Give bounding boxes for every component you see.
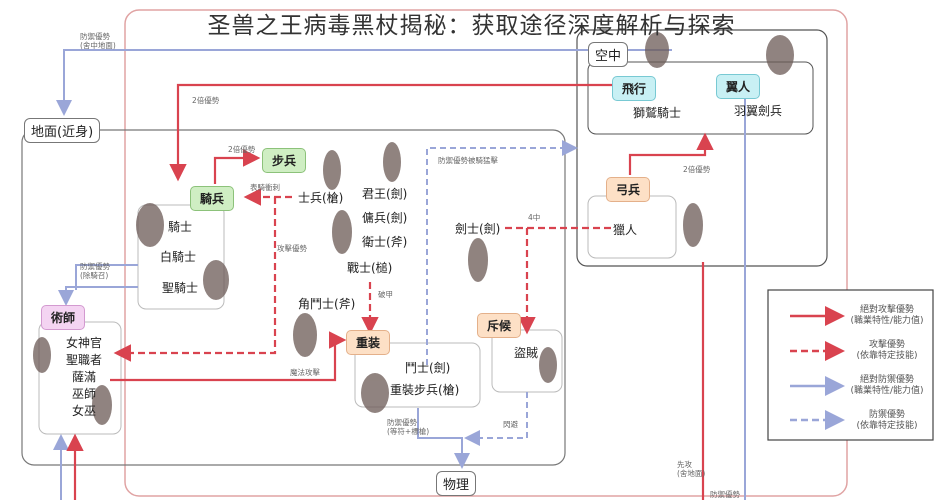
class-scout: 斥候 bbox=[477, 313, 522, 338]
note-defense-advantage: 防禦優勢 bbox=[710, 490, 740, 499]
class-armored: 重装 bbox=[346, 330, 391, 355]
unit-swordsman: 劍士(劍) bbox=[455, 222, 501, 236]
arrow-dash-to-air bbox=[426, 140, 578, 365]
unit-white-knight: 白騎士 bbox=[160, 250, 197, 264]
figure-paladin bbox=[203, 260, 229, 300]
figure-swordsman bbox=[468, 238, 488, 282]
caster-unit-list: 女神官 聖職者 薩滿 巫師 女巫 bbox=[52, 335, 116, 420]
figure-heavy-infantry bbox=[361, 373, 389, 413]
note-attack-advantage: 攻擊優勢 bbox=[277, 244, 307, 253]
legend-label-2: 攻擊優勢 (依靠特定技能) bbox=[856, 340, 918, 361]
page-title: 圣兽之王病毒黑杖揭秘：获取途径深度解析与探索 bbox=[207, 13, 736, 39]
note-magic-attack: 魔法攻擊 bbox=[290, 368, 320, 377]
zone-air-label: 空中 bbox=[588, 42, 629, 67]
note-first-strike: 先攻 (舍地面) bbox=[677, 460, 706, 478]
outer-zone-frame bbox=[124, 9, 848, 497]
note-dodge: 閃避 bbox=[503, 420, 518, 429]
note-double-advantage-3: 2倍優勢 bbox=[683, 165, 711, 174]
ground-zone-frame bbox=[21, 129, 566, 466]
unit-fighter: 鬥士(劍) bbox=[405, 361, 451, 375]
cavalry-group-box bbox=[137, 204, 225, 310]
arrow-flying-to-cavalry bbox=[169, 83, 612, 182]
figure-winged bbox=[766, 35, 794, 75]
unit-holy-knight: 聖騎士 bbox=[162, 281, 199, 295]
legend-label-4: 防禦優勢 (依靠特定技能) bbox=[856, 410, 918, 431]
figure-witch bbox=[92, 385, 112, 425]
zone-physical-label: 物理 bbox=[436, 471, 477, 496]
unit-shaman: 薩滿 bbox=[71, 370, 96, 384]
arrow-cavalry-to-infantry bbox=[213, 149, 261, 184]
arrow-air-to-ground-defense bbox=[56, 49, 672, 116]
note-hit-4: 4中 bbox=[528, 213, 541, 222]
class-cavalry: 騎兵 bbox=[190, 186, 235, 211]
zone-ground-label: 地面(近身) bbox=[24, 118, 101, 143]
figure-soldier bbox=[323, 150, 341, 190]
unit-mercenary: 傭兵(劍) bbox=[362, 211, 408, 225]
figure-griffin bbox=[645, 32, 669, 68]
unit-priestess: 女神官 bbox=[65, 336, 102, 350]
figure-king bbox=[383, 142, 401, 182]
note-double-advantage-2: 2倍優勢 bbox=[228, 145, 256, 154]
note-armored-defense: 防禦優勢 (等符+標槍) bbox=[387, 418, 430, 436]
arrow-cavalry-defense-b bbox=[58, 286, 138, 306]
unit-thief: 盜賊 bbox=[514, 346, 539, 360]
figure-thief bbox=[539, 347, 557, 383]
legend-label-1: 絕對攻擊優勢 (職業特性/能力值) bbox=[850, 305, 924, 326]
unit-hunter: 獵人 bbox=[613, 223, 638, 237]
armored-group-box bbox=[354, 342, 481, 408]
figure-gladiator bbox=[293, 313, 317, 357]
note-cavalry-charge: 表騎衝刺 bbox=[250, 183, 280, 192]
unit-warrior: 戰士(槌) bbox=[347, 261, 393, 275]
unit-soldier: 士兵(槍) bbox=[298, 191, 344, 205]
arrow-archer-to-winged bbox=[628, 132, 714, 175]
figure-priestess bbox=[33, 337, 51, 373]
arrow-caster-to-armored bbox=[110, 331, 347, 382]
arrow-cavalry-defense-a bbox=[75, 264, 138, 290]
unit-knight: 騎士 bbox=[168, 220, 193, 234]
unit-winged-swordsman: 羽翼劍兵 bbox=[734, 104, 783, 118]
note-defense-vs-cavalry: 防禦優勢被騎猛擊 bbox=[438, 156, 498, 165]
note-air-defense: 防禦優勢 (舍中地面) bbox=[80, 32, 116, 50]
class-caster: 術師 bbox=[41, 305, 86, 330]
note-armor-break: 破甲 bbox=[378, 290, 393, 299]
unit-witch: 女巫 bbox=[71, 404, 96, 418]
figure-knight bbox=[136, 203, 164, 247]
unit-guard: 衛士(斧) bbox=[362, 235, 408, 249]
legend-label-3: 絕對防禦優勢 (職業特性/能力值) bbox=[850, 375, 924, 396]
note-cavalry-defense: 防禦優勢 (除騎召) bbox=[80, 262, 110, 280]
class-archer: 弓兵 bbox=[606, 177, 651, 202]
unit-heavy-infantry: 重裝步兵(槍) bbox=[390, 383, 460, 397]
unit-griffin-knight: 獅鷲騎士 bbox=[633, 106, 682, 120]
unit-gladiator: 角鬥士(斧) bbox=[298, 297, 356, 311]
arrow-scout-dodge bbox=[464, 392, 528, 446]
class-winged: 翼人 bbox=[716, 74, 761, 99]
unit-cleric: 聖職者 bbox=[65, 353, 102, 367]
unit-wizard: 巫師 bbox=[71, 387, 96, 401]
note-double-advantage-1: 2倍優勢 bbox=[192, 96, 220, 105]
class-infantry: 步兵 bbox=[262, 148, 307, 173]
figure-mercenary bbox=[332, 210, 352, 254]
arrow-armored-physical bbox=[417, 408, 470, 469]
character-figures bbox=[33, 32, 794, 425]
unit-monarch: 君王(劍) bbox=[362, 187, 408, 201]
class-flying: 飛行 bbox=[612, 76, 657, 101]
figure-hunter bbox=[683, 203, 703, 247]
arrow-infantry-to-caster bbox=[113, 197, 277, 362]
